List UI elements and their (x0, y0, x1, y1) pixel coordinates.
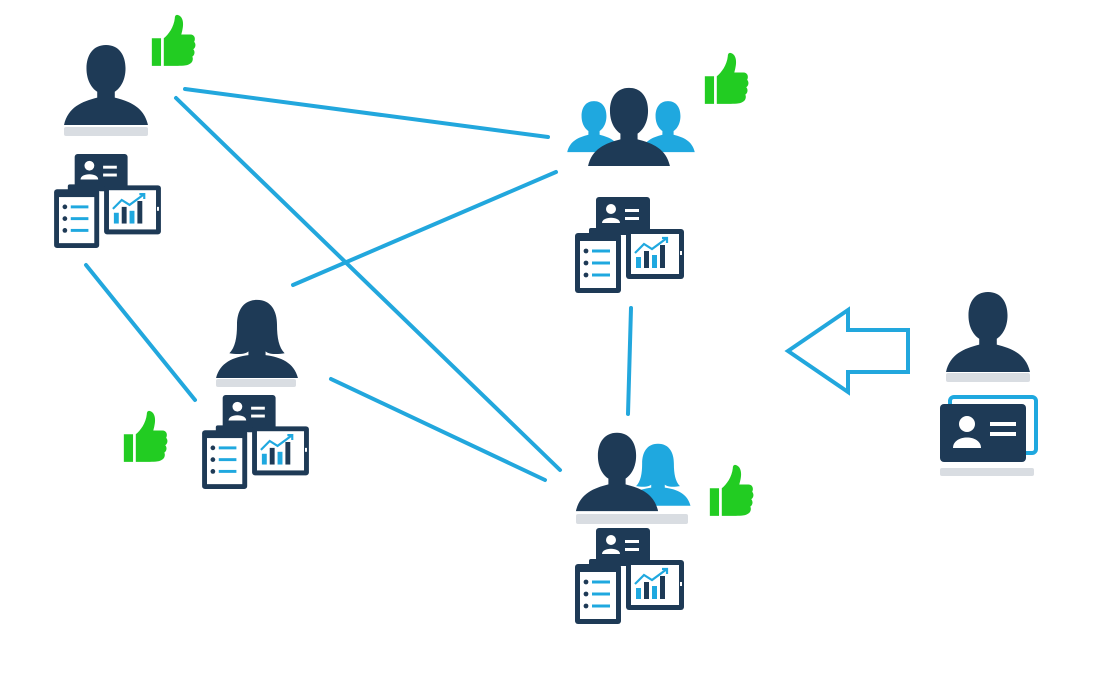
documents-icon (574, 195, 686, 295)
ground-shadow (940, 468, 1034, 476)
documents-icon (574, 526, 686, 626)
thumbs-up-icon (151, 14, 196, 66)
node-group-top-right (567, 52, 749, 295)
link-group-couple (626, 306, 633, 416)
link-topleft-group (183, 87, 550, 139)
link-woman-group (291, 170, 558, 287)
link-topleft-couple (174, 96, 562, 472)
connector-lines (84, 87, 633, 482)
thumbs-up-icon (704, 52, 749, 104)
man-icon (64, 44, 148, 125)
thumbs-up-icon (123, 410, 168, 462)
documents-icon (52, 152, 163, 250)
node-woman-middle-left (123, 299, 311, 491)
ground-shadow (576, 514, 688, 524)
id-card-icon (940, 395, 1038, 462)
ground-shadow (946, 373, 1030, 382)
node-man-top-left (52, 14, 196, 250)
node-couple-bottom-right (574, 432, 754, 626)
man-icon (946, 291, 1030, 372)
node-new-person-far-right (940, 291, 1038, 476)
woman-icon (216, 299, 298, 378)
ground-shadow (216, 379, 296, 387)
thumbs-up-icon (709, 464, 754, 516)
outline-arrow-left-icon (784, 306, 910, 396)
ground-shadow (64, 127, 148, 136)
documents-icon (201, 393, 311, 491)
link-woman-couple (329, 377, 547, 482)
link-topleft-woman (84, 263, 197, 402)
